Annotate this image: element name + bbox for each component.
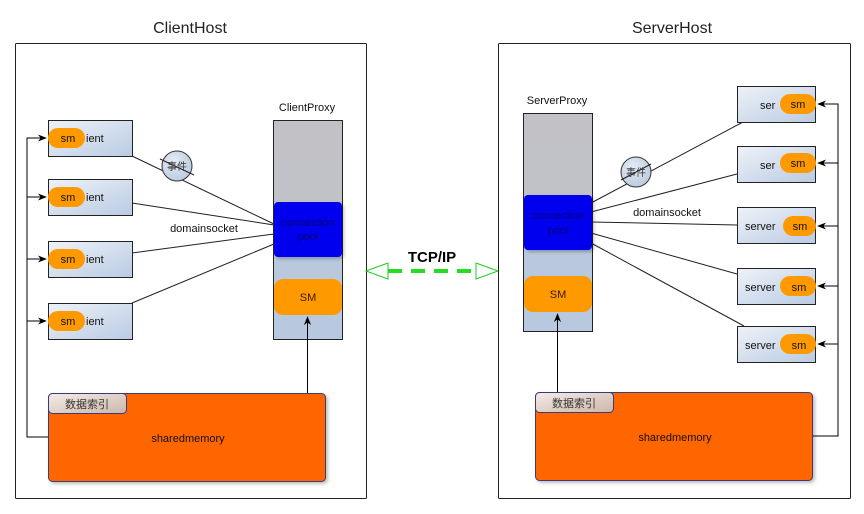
client-pool-line1: connection <box>281 217 334 229</box>
server-sm-label: sm <box>793 221 808 233</box>
server-sm-label: sm <box>791 99 806 111</box>
server-proxy: ServerProxy connection pool SM <box>523 95 593 332</box>
server-proxy-sm-label: SM <box>550 289 567 301</box>
client-label: ient <box>86 192 104 204</box>
client-label: ient <box>86 316 104 328</box>
client-proxy-sm[interactable]: SM <box>274 279 342 315</box>
client-sm-label: sm <box>61 254 76 266</box>
client-sm-pill <box>48 249 85 269</box>
server-pool-line2: pool <box>548 225 569 237</box>
client-link-2 <box>131 202 275 226</box>
client-sm-pill <box>48 128 85 148</box>
tcp-arrow-left-icon <box>364 262 389 280</box>
server-link-label: domainsocket <box>633 207 701 219</box>
client-sm-label: sm <box>61 192 76 204</box>
client-box[interactable]: ient sm <box>48 241 133 278</box>
server-label: server <box>745 221 776 233</box>
server-link-5 <box>590 242 745 327</box>
client-sharedmemory-label: sharedmemory <box>151 433 225 445</box>
server-sm-bracket <box>812 100 839 437</box>
server-link-2 <box>590 173 738 213</box>
server-host-frame <box>498 43 851 499</box>
server-sharedmemory-label: sharedmemory <box>638 432 712 444</box>
client-link-label: domainsocket <box>170 223 238 235</box>
server-link-1 <box>590 121 744 204</box>
server-connection-pool[interactable]: connection pool <box>524 195 592 250</box>
client-sm-bracket <box>26 134 48 438</box>
server-link-3 <box>590 221 738 226</box>
tcp-link: TCP/IP <box>364 249 500 280</box>
server-data-index-tag <box>535 392 614 413</box>
client-link-4 <box>131 243 275 304</box>
client-label: ient <box>86 133 104 145</box>
server-sm-pill <box>780 334 816 354</box>
server-sm-label: sm <box>792 282 807 294</box>
client-link-1 <box>131 155 275 225</box>
server-box[interactable]: ser sm <box>737 86 817 123</box>
server-links <box>590 121 745 327</box>
client-label: ient <box>86 254 104 266</box>
client-data-index-label: 数据索引 <box>65 397 109 411</box>
client-event-bubble: 事件 <box>159 150 195 182</box>
server-sm-label: sm <box>791 158 806 170</box>
client-sm-label: sm <box>61 316 76 328</box>
client-event-label: 事件 <box>167 160 187 173</box>
server-box[interactable]: server sm <box>737 326 817 363</box>
server-proxy-label: ServerProxy <box>527 95 588 107</box>
client-sm-pill <box>48 187 85 207</box>
server-link-4 <box>590 232 738 275</box>
client-proxy-label: ClientProxy <box>279 102 336 114</box>
client-sm-label: sm <box>61 133 76 145</box>
server-host-title: ServerHost <box>632 20 713 37</box>
client-sharedmemory[interactable]: 数据索引 sharedmemory <box>48 393 326 482</box>
server-proxy-sm[interactable]: SM <box>524 276 592 312</box>
server-box[interactable]: server sm <box>737 207 817 244</box>
client-box[interactable]: ient sm <box>48 120 133 157</box>
server-pool-line1: connection <box>531 210 584 222</box>
server-sm-pill <box>780 153 816 173</box>
client-connection-pool[interactable]: connection pool <box>274 202 342 257</box>
event-icon <box>161 150 193 182</box>
client-pool-line2: pool <box>298 231 319 243</box>
server-data-index-label: 数据索引 <box>552 396 596 410</box>
client-box[interactable]: ient sm <box>48 303 133 340</box>
client-proxy-sm-label: SM <box>300 292 317 304</box>
client-data-index-tag <box>48 393 127 414</box>
server-label: ser <box>760 100 776 112</box>
client-links <box>131 155 275 304</box>
server-label: server <box>745 340 776 352</box>
tcp-label: TCP/IP <box>408 249 456 266</box>
server-event-bubble: 事件 <box>620 156 652 188</box>
server-box[interactable]: ser sm <box>737 146 817 183</box>
client-host: ClientHost 事件 domainsocket ient <box>15 20 367 499</box>
server-sm-label: sm <box>792 340 807 352</box>
server-sm-pill <box>783 216 816 236</box>
server-sm-pill <box>780 276 816 296</box>
server-host: ServerHost 事件 domainsocket ser <box>498 20 851 499</box>
server-box[interactable]: server sm <box>737 268 817 305</box>
client-proxy: ClientProxy connection pool SM <box>273 102 343 340</box>
server-event-label: 事件 <box>626 166 646 179</box>
server-label: ser <box>760 160 776 172</box>
client-sm-pill <box>48 311 85 331</box>
server-label: server <box>745 282 776 294</box>
server-sm-pill <box>780 94 816 114</box>
tcp-arrow-right-icon <box>475 262 500 280</box>
client-host-title: ClientHost <box>153 20 227 37</box>
client-link-3 <box>131 233 275 254</box>
server-sharedmemory[interactable]: 数据索引 sharedmemory <box>535 392 813 481</box>
client-box[interactable]: ient sm <box>48 179 133 216</box>
